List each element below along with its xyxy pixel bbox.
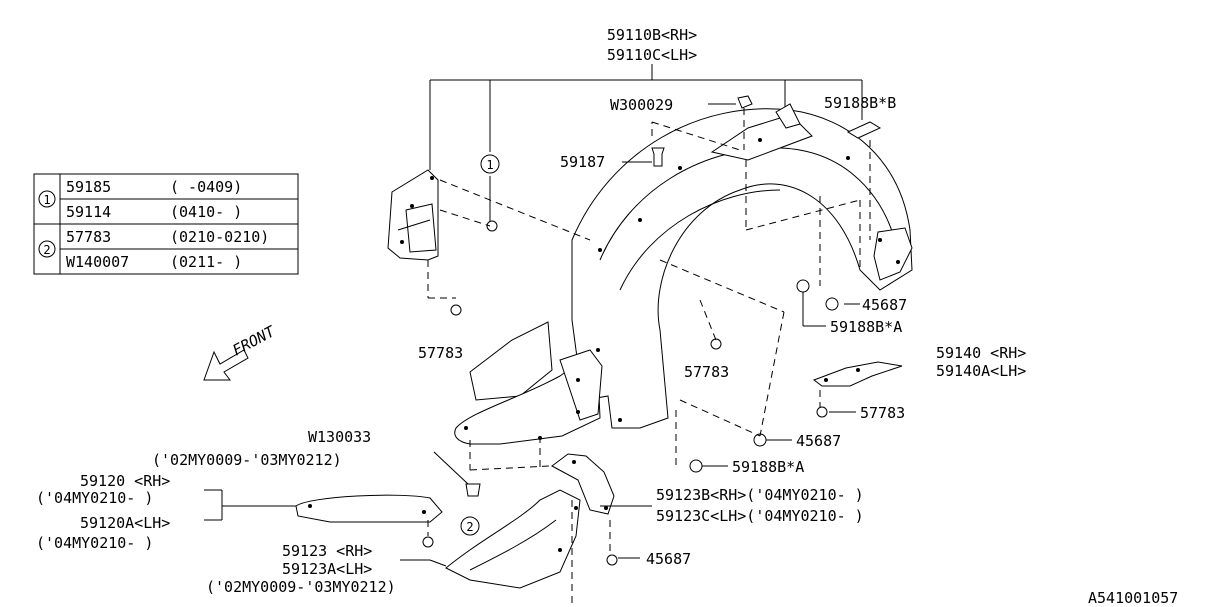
legend-part: 57783: [66, 228, 111, 246]
label-59123a-lh: 59123A<LH>: [282, 560, 372, 578]
label-59123-rh: 59123 <RH>: [282, 542, 372, 560]
label-59140-rh: 59140 <RH>: [936, 344, 1026, 362]
front-arrow-icon: [203, 349, 249, 381]
clip-icon: [816, 406, 828, 418]
diagram-id: A541001057: [1088, 589, 1178, 607]
label-59188b-a-1: 59188B*A: [830, 318, 902, 336]
label-w130033: W130033: [308, 428, 371, 446]
label-57783-b: 57783: [684, 363, 729, 381]
clip-icon: [450, 304, 462, 316]
label-w300029: W300029: [610, 96, 673, 114]
label-57783-c: 57783: [860, 404, 905, 422]
callout-circle-1: [480, 154, 500, 174]
label-45687-c: 45687: [646, 550, 691, 568]
label-59120-date: ('04MY0210- ): [36, 489, 153, 507]
label-w130033-date: ('02MY0009-'03MY0212): [152, 451, 342, 469]
clip-icon: [796, 279, 810, 293]
legend-part: W140007: [66, 253, 129, 271]
callout-2-label: 2: [466, 520, 473, 534]
clip-w130033-icon: [465, 483, 481, 497]
label-57783-a: 57783: [418, 344, 463, 362]
mud-flap-bracket: [387, 169, 439, 261]
legend-table: 1 2 59185 ( -0409) 59114 (0410- ) 57783 …: [33, 173, 299, 275]
label-59188b-a-2: 59188B*A: [732, 458, 804, 476]
label-59120a-lh: 59120A<LH>: [80, 514, 170, 532]
front-label: FRONT: [229, 322, 278, 360]
assembly-lines: [427, 108, 871, 604]
legend-range: (0410- ): [170, 203, 242, 221]
legend-marker-circle: [38, 190, 56, 208]
label-59110c-lh: 59110C<LH>: [607, 46, 697, 64]
fender-liner: [571, 103, 913, 429]
clip-icon: [486, 220, 498, 232]
label-59110b-rh: 59110B<RH>: [607, 26, 697, 44]
legend-marker: 2: [43, 243, 50, 257]
clip-icon: [825, 297, 839, 311]
legend-marker-circle: [38, 240, 56, 258]
clip-icon: [710, 338, 722, 350]
callout-1-label: 1: [486, 158, 493, 172]
front-splash-shield: [454, 321, 603, 445]
legend-range: (0210-0210): [170, 228, 269, 246]
fender-bracket: [429, 64, 863, 222]
clip-59188b-b-icon: [846, 121, 882, 139]
label-59120-rh: 59120 <RH>: [80, 472, 170, 490]
legend-part: 59185: [66, 178, 111, 196]
label-59140a-lh: 59140A<LH>: [936, 362, 1026, 380]
fastener-icons: [422, 95, 839, 566]
label-59120a-date: ('04MY0210- ): [36, 534, 153, 552]
clip-icon: [689, 459, 703, 473]
bracket-59123b: [551, 453, 615, 515]
clip-icon: [606, 554, 618, 566]
rail-59120: [295, 494, 443, 523]
screw-59187-icon: [651, 147, 665, 167]
label-59123c-lh: 59123C<LH>('04MY0210- ): [656, 507, 864, 525]
legend-marker: 1: [43, 193, 50, 207]
nut-w300029-icon: [737, 95, 753, 109]
legend-range: ( -0409): [170, 178, 242, 196]
label-59187: 59187: [560, 153, 605, 171]
label-45687-b: 45687: [796, 432, 841, 450]
label-59123b-rh: 59123B<RH>('04MY0210- ): [656, 486, 864, 504]
label-59123-date: ('02MY0009-'03MY0212): [206, 578, 396, 596]
label-45687-a: 45687: [862, 296, 907, 314]
label-59188b-b: 59188B*B: [824, 94, 896, 112]
leader-lines: [204, 103, 860, 567]
legend-range: (0211- ): [170, 253, 242, 271]
legend-part: 59114: [66, 203, 111, 221]
clip-icon: [422, 536, 434, 548]
bracket-59140: [812, 361, 903, 387]
splash-guard-59123: [445, 489, 581, 589]
callout-circle-2: [460, 516, 480, 536]
